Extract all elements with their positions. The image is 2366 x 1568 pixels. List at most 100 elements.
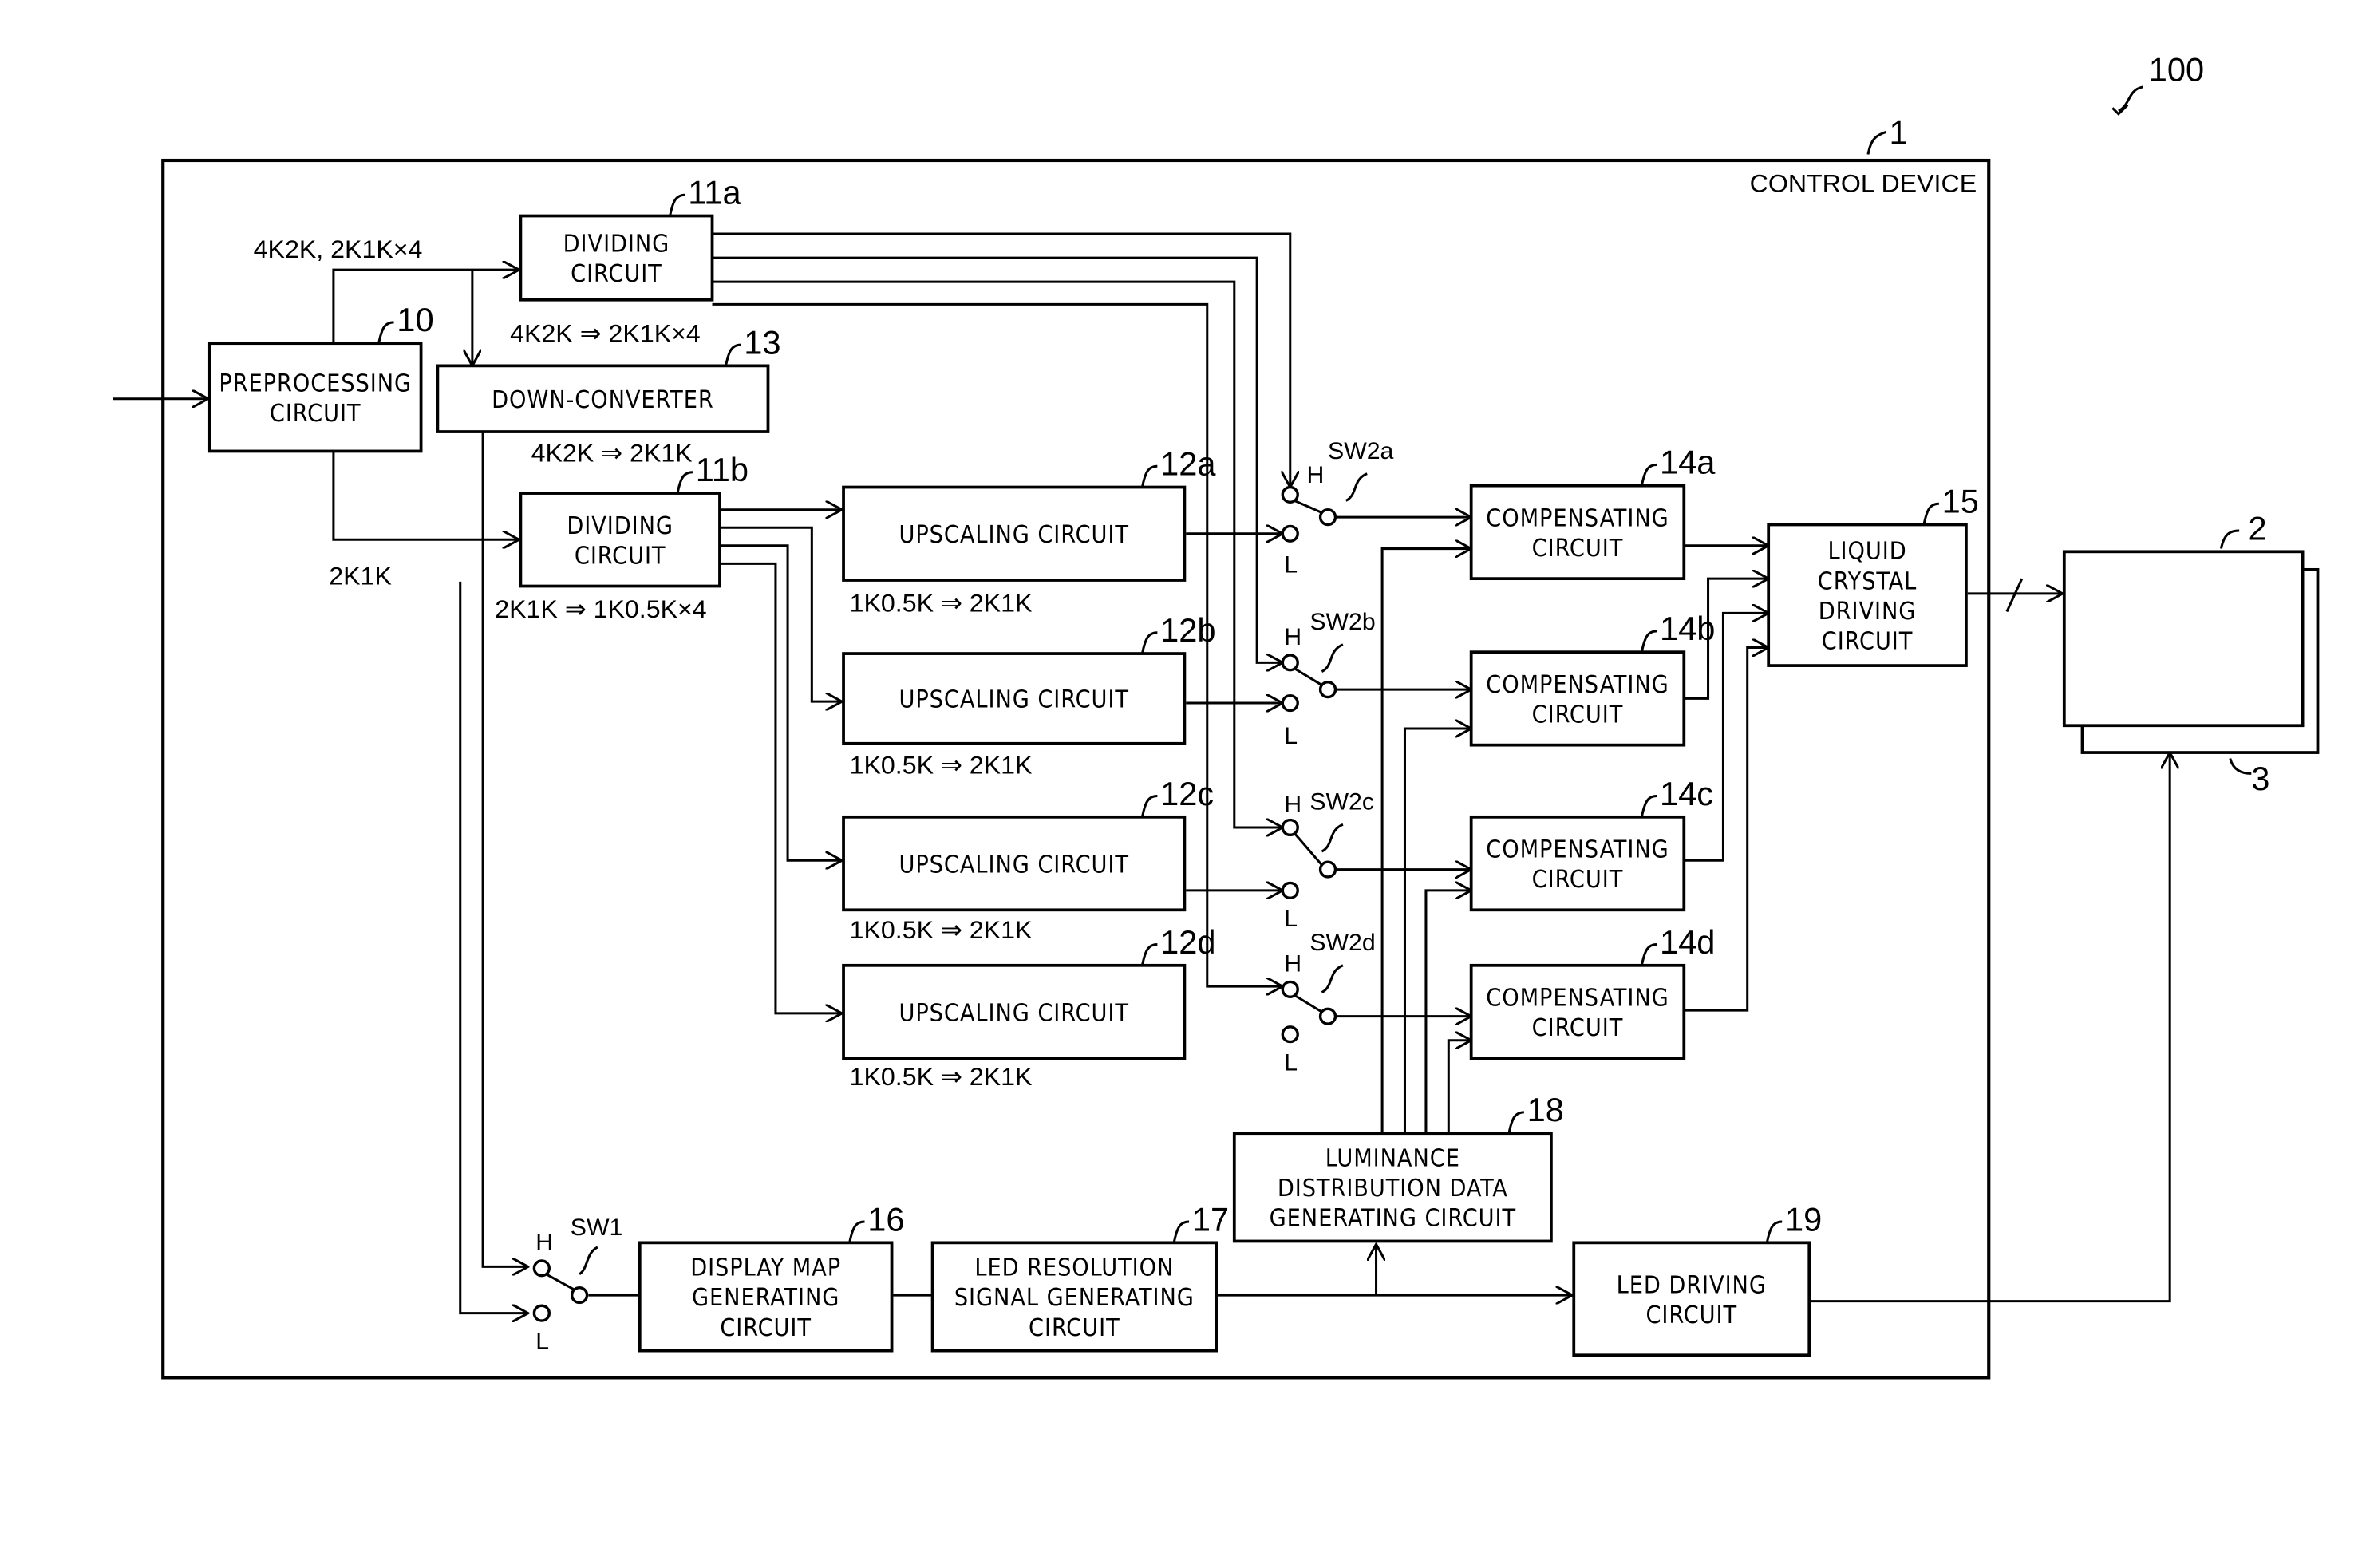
block-label-line: LUMINANCE (1325, 1145, 1460, 1173)
block-label-line: CIRCUIT (571, 260, 662, 288)
block-label-line: DIVIDING (563, 231, 670, 259)
sw1-low-label: L (535, 1329, 549, 1355)
block-label-line: CIRCUIT (270, 400, 361, 428)
block-compensating-c: COMPENSATINGCIRCUIT14c (1471, 775, 1713, 910)
signal-label-11b: 2K1K ⇒ 1K0.5K×4 (495, 594, 706, 623)
leader-line (1767, 1222, 1782, 1242)
switch-sw2c: H L SW2c (1282, 789, 1374, 932)
block-display-map: DISPLAY MAPGENERATINGCIRCUIT 16 (640, 1200, 905, 1350)
block-compensating-a: COMPENSATINGCIRCUIT14a (1471, 444, 1716, 579)
block-label-line: LED RESOLUTION (974, 1254, 1174, 1282)
sw2d-low-label: L (1284, 1049, 1298, 1076)
block-upscaling-b: UPSCALING CIRCUIT12b (843, 611, 1215, 744)
block-ref-numeral: 14c (1660, 775, 1713, 812)
block-label-line: CIRCUIT (1645, 1301, 1737, 1329)
leader-line (1142, 633, 1157, 654)
block-label-line: COMPENSATING (1486, 985, 1669, 1013)
switch-sw2b: H L SW2b (1282, 609, 1375, 749)
block-ref-numeral: 11a (688, 174, 741, 211)
switch-sw2d: H L SW2d (1282, 930, 1375, 1076)
block-label-line: CRYSTAL (1818, 567, 1917, 595)
switch-sw1: H L SW1 (534, 1215, 622, 1355)
backlight-ref: 3 (2251, 760, 2269, 797)
block-label-line: SIGNAL GENERATING (954, 1284, 1195, 1312)
block-label-line: DISPLAY MAP (690, 1254, 841, 1282)
block-label-line: DIVIDING (567, 512, 673, 540)
block-ref-numeral: 16 (867, 1200, 904, 1238)
block-label-line: UPSCALING CIRCUIT (899, 521, 1128, 549)
block-ref-numeral: 10 (397, 301, 433, 338)
block-label-line: CIRCUIT (575, 542, 666, 570)
block-ref-numeral: 14a (1660, 444, 1716, 481)
leader-line (1924, 504, 1939, 524)
block-label-line: PREPROCESSING (219, 369, 412, 397)
sw2c-low-label: L (1284, 906, 1298, 932)
block-label-line: DRIVING (1819, 598, 1917, 626)
block-ref-numeral: 15 (1942, 483, 1979, 520)
block-label-line: UPSCALING CIRCUIT (899, 999, 1128, 1027)
sw2c-high-label: H (1284, 792, 1301, 818)
block-ref-numeral: 14d (1660, 923, 1715, 961)
leader-line (1641, 945, 1657, 966)
block-label-line: CIRCUIT (1029, 1314, 1120, 1342)
sw2a-label: SW2a (1328, 438, 1394, 464)
block-label-line: CIRCUIT (720, 1314, 812, 1342)
block-label-line: CIRCUIT (1822, 628, 1914, 656)
block-upscaling-c: UPSCALING CIRCUIT12c (843, 775, 1214, 910)
block-label-line: LED DRIVING (1617, 1271, 1767, 1299)
control-device-ref: 1 (1889, 113, 1907, 151)
leader-line (677, 472, 693, 493)
sw2a-high-label: H (1307, 462, 1325, 488)
block-ref-numeral: 11b (696, 451, 749, 488)
leader-line (670, 195, 685, 215)
switch-sw2a: H L SW2a (1282, 438, 1393, 579)
signal-label-pre-to-11a: 4K2K, 2K1K×4 (254, 235, 423, 263)
block-label-line: CIRCUIT (1532, 701, 1624, 729)
block-label-line: COMPENSATING (1486, 671, 1669, 699)
leader-line (1142, 796, 1157, 817)
block-luminance: LUMINANCEDISTRIBUTION DATAGENERATING CIR… (1234, 1091, 1564, 1241)
sw2a-low-label: L (1284, 552, 1298, 579)
sw2b-label: SW2b (1309, 609, 1375, 635)
sw2d-label: SW2d (1309, 930, 1375, 956)
block-label-line: GENERATING CIRCUIT (1270, 1205, 1516, 1233)
block-ref-numeral: 18 (1527, 1091, 1564, 1128)
block-ref-numeral: 19 (1785, 1200, 1822, 1238)
block-label-line: CIRCUIT (1532, 866, 1624, 894)
sw1-high-label: H (535, 1230, 553, 1256)
sw2b-high-label: H (1284, 624, 1301, 650)
block-compensating-b: COMPENSATINGCIRCUIT 14b (1471, 610, 1716, 745)
signal-label-12c: 1K0.5K ⇒ 2K1K (850, 915, 1033, 944)
block-ref-numeral: 12a (1160, 445, 1216, 483)
leader-line (1641, 464, 1657, 485)
block-ref-numeral: 14b (1660, 610, 1715, 647)
leader-line (1509, 1112, 1524, 1133)
block-label-line: CIRCUIT (1532, 535, 1624, 563)
block-ref-numeral: 17 (1192, 1200, 1229, 1238)
leader-line (1174, 1222, 1189, 1242)
signal-label-pre-to-11b: 2K1K (329, 562, 392, 590)
lc-panel-2: 2 (2064, 509, 2303, 725)
block-ref-numeral: 12b (1160, 611, 1215, 649)
block-label-line: GENERATING (692, 1284, 839, 1312)
block-ref-numeral: 13 (744, 323, 780, 361)
block-dividing-b: DIVIDINGCIRCUIT 11b (520, 451, 749, 586)
sw1-label: SW1 (571, 1215, 623, 1241)
signal-label-12d: 1K0.5K ⇒ 2K1K (850, 1062, 1033, 1091)
leader-line (1641, 796, 1657, 817)
block-ref-numeral: 12d (1160, 923, 1215, 961)
signal-label-12a: 1K0.5K ⇒ 2K1K (850, 589, 1033, 618)
leader-line (379, 322, 394, 343)
signal-label-down-converter: 4K2K ⇒ 2K1K (531, 439, 693, 468)
lc-panel-ref: 2 (2249, 509, 2267, 547)
sw2d-high-label: H (1284, 950, 1301, 977)
block-led-driving: LED DRIVINGCIRCUIT 19 (1574, 1200, 1822, 1355)
blocks: PREPROCESSINGCIRCUIT10DIVIDINGCIRCUIT11a… (210, 174, 1979, 1356)
leader-line (1142, 945, 1157, 966)
system-reference: 100 (2112, 51, 2204, 114)
block-label-line: CIRCUIT (1532, 1014, 1624, 1042)
block-dividing-a: DIVIDINGCIRCUIT 11a (520, 174, 741, 300)
block-preprocessing: PREPROCESSING CIRCUIT 10 (210, 301, 434, 451)
block-label-line: DOWN-CONVERTER (492, 386, 714, 414)
